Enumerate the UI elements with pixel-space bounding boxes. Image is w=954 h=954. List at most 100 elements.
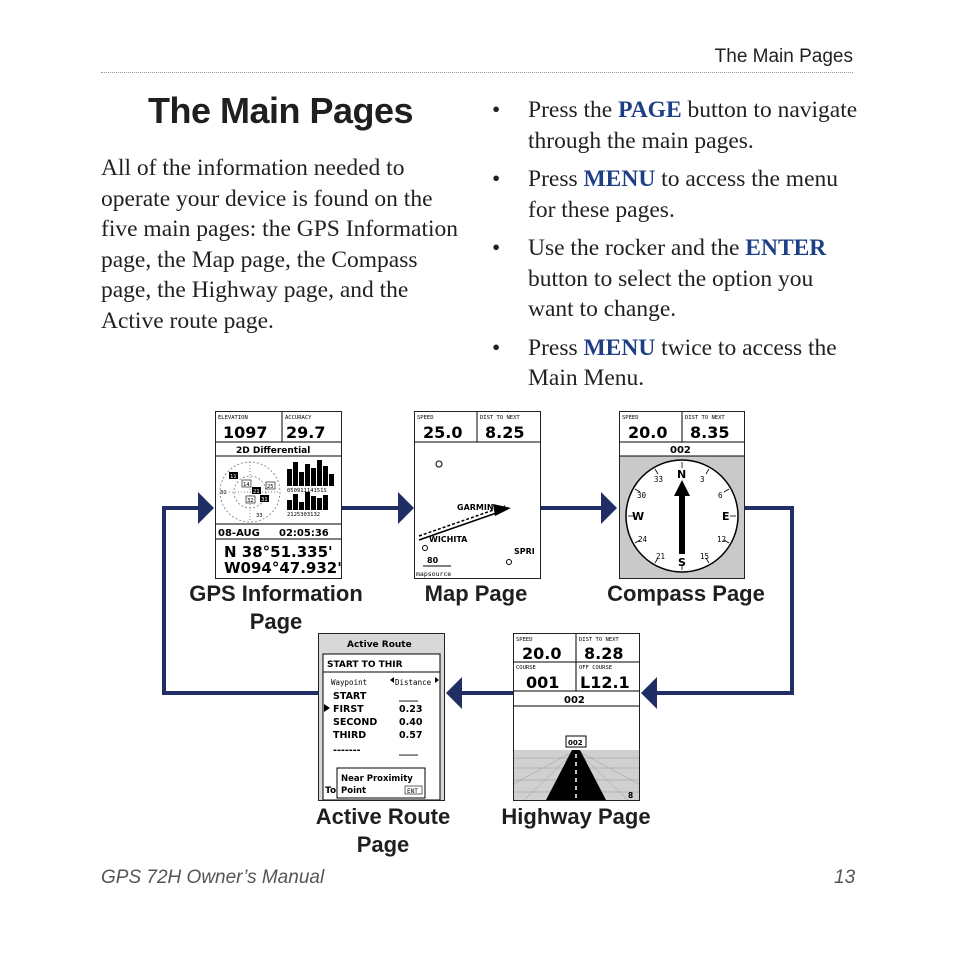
route-distance: ____: [399, 745, 418, 756]
route-distance: 0.40: [399, 717, 423, 728]
compass-cardinal: E: [722, 510, 730, 523]
svg-text:31: 31: [261, 497, 268, 503]
right-arrow-icon: [435, 677, 439, 683]
list-item: Press MENU twice to access the Main Menu…: [492, 333, 862, 394]
dist-value: 8.25: [485, 423, 524, 442]
arrow-head-icon: [641, 677, 657, 709]
distance-column: Distance: [395, 678, 432, 687]
menu-key: MENU: [583, 166, 656, 192]
arrow-line: [655, 506, 794, 695]
svg-text:33: 33: [654, 475, 663, 484]
route-distance: ____: [399, 691, 418, 702]
svg-text:32: 32: [247, 498, 254, 504]
heading-value: 002: [670, 445, 691, 456]
dist-value: 8.28: [584, 644, 623, 663]
running-header: The Main Pages: [714, 46, 853, 67]
footer-manual-title: GPS 72H Owner’s Manual: [101, 867, 325, 888]
svg-text:21: 21: [253, 489, 260, 495]
bullet-text: to access the menu for these pages.: [528, 166, 839, 223]
route-waypoint: THIRD: [333, 730, 366, 741]
caption-line: GPS Information: [189, 581, 363, 606]
bar-labels: 05091114151S: [287, 488, 327, 494]
bar-labels: 2125303132: [287, 512, 320, 518]
satellite-markers: 11 14 21 25 31 32 31 33: [220, 472, 276, 519]
arrow-line: [162, 506, 318, 695]
speed-label: SPEED: [516, 637, 533, 643]
svg-text:15: 15: [700, 552, 709, 561]
speed-value: 25.0: [423, 423, 462, 442]
map-place: GARMIN: [457, 503, 494, 512]
list-item: Use the rocker and the ENTER button to s…: [492, 233, 862, 325]
active-route-caption: Active Route Page: [290, 803, 476, 859]
popup-line: Near Proximity: [341, 774, 413, 784]
svg-text:12: 12: [717, 535, 726, 544]
bullet-text: Press: [528, 166, 584, 192]
instruction-list: Press the PAGE button to navigate throug…: [492, 95, 862, 402]
route-screen-title: Active Route: [347, 640, 412, 650]
list-item: Press the PAGE button to navigate throug…: [492, 95, 862, 156]
route-distance: 0.23: [399, 704, 422, 715]
bullet-text: twice to access the Main Menu.: [528, 334, 837, 392]
svg-text:14: 14: [243, 482, 250, 488]
dist-label: DIST TO NEXT: [480, 415, 520, 421]
route-name: START TO THIR: [327, 660, 403, 670]
route-distance: 0.57: [399, 730, 422, 741]
speed-value: 20.0: [522, 644, 561, 663]
time-value: 02:05:36: [279, 528, 329, 539]
highway-road: [546, 750, 606, 800]
map-footer: mapsource: [416, 570, 451, 578]
dist-label: DIST TO NEXT: [579, 637, 619, 643]
list-item: Press MENU to access the menu for these …: [492, 164, 862, 225]
map-screen: SPEED DIST TO NEXT 25.0 8.25 GARMIN WICH…: [414, 411, 541, 579]
bullet-text: Press the: [528, 97, 619, 123]
speed-label: SPEED: [622, 415, 639, 421]
svg-text:31: 31: [220, 490, 227, 496]
compass-cardinal: W: [632, 510, 644, 523]
highway-scale: 8: [628, 791, 633, 800]
arrow-head-icon: [601, 492, 617, 524]
caption-line: Page: [249, 609, 303, 634]
arrow-head-icon: [198, 492, 214, 524]
course-label: COURSE: [516, 665, 536, 671]
footer-page-number: 13: [834, 867, 856, 888]
highway-screen: SPEED DIST TO NEXT 20.0 8.28 COURSE OFF …: [513, 633, 640, 801]
bullet-text: button to select the option you want to …: [528, 265, 814, 323]
map-scale: 80: [427, 556, 439, 565]
accuracy-label: ACCURACY: [285, 415, 312, 421]
popup-line: Point: [341, 786, 366, 796]
header-divider: [101, 72, 853, 73]
gps-information-screen: ELEVATION ACCURACY 1097 29.7 2D Differen…: [215, 411, 342, 579]
map-caption: Map Page: [424, 581, 528, 606]
course-value: 001: [526, 673, 559, 692]
arrow-head-icon: [446, 677, 462, 709]
gps-information-caption: GPS Information Page: [166, 580, 386, 636]
svg-text:11: 11: [230, 474, 237, 480]
speed-label: SPEED: [417, 415, 434, 421]
svg-text:24: 24: [638, 535, 648, 544]
map-place: SPRI: [514, 547, 535, 556]
sky-view: [219, 461, 281, 523]
page-title: The Main Pages: [148, 90, 414, 131]
elevation-value: 1097: [223, 423, 268, 442]
caption-line: Page: [356, 832, 410, 857]
intro-paragraph: All of the information needed to operate…: [101, 155, 458, 334]
svg-text:33: 33: [256, 513, 263, 519]
position-arrow-icon: [493, 504, 511, 516]
svg-text:30: 30: [637, 491, 647, 500]
accuracy-value: 29.7: [286, 423, 325, 442]
elevation-label: ELEVATION: [218, 415, 248, 421]
dist-value: 8.35: [690, 423, 729, 442]
date-value: 08-AUG: [218, 528, 260, 539]
compass-caption: Compass Page: [607, 581, 765, 606]
offcourse-label: OFF COURSE: [579, 665, 612, 671]
svg-text:3: 3: [700, 475, 705, 484]
route-waypoint: -------: [333, 745, 361, 756]
gps-status: 2D Differential: [236, 446, 310, 456]
route-side-text: To: [325, 786, 336, 796]
route-waypoint: START: [333, 691, 367, 702]
latitude-value: N 38°51.335': [224, 543, 333, 561]
waypoint-value: 002: [564, 695, 585, 706]
svg-text:21: 21: [656, 552, 665, 561]
active-route-screen: Active Route START TO THIR Waypoint Dist…: [318, 633, 445, 801]
